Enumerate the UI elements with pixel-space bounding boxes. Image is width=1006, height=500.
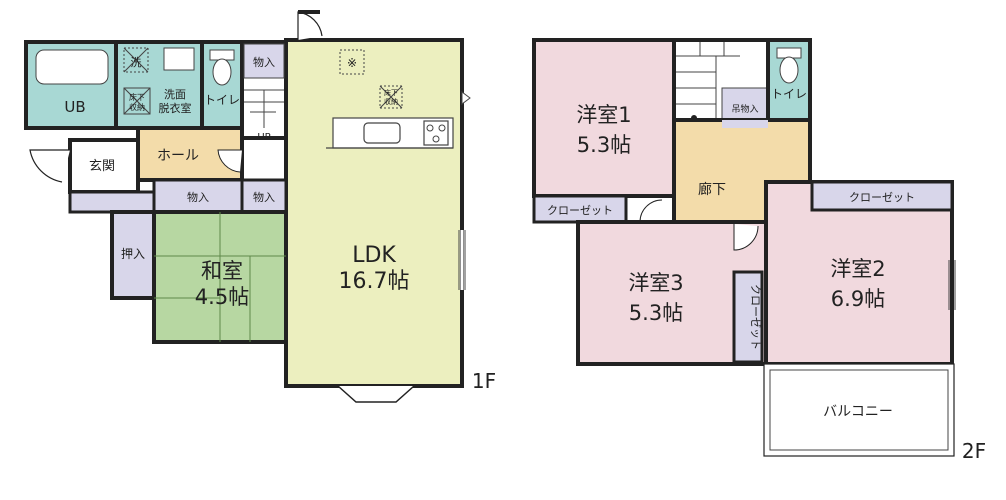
bathtub (35, 49, 109, 85)
floor-storage-label2: 収納 (129, 102, 145, 112)
toilet-2f-label: トイレ (771, 87, 807, 101)
ldk-bay-window (337, 385, 415, 403)
kitchen-sink (363, 122, 401, 144)
room3-label: 洋室3 (628, 271, 683, 295)
wash-basin (163, 47, 195, 71)
washroom-label1: 洗面 (164, 88, 186, 101)
ldk-floor-storage-label2: 収納 (384, 97, 398, 106)
corridor-label: 廊下 (698, 181, 726, 198)
room3-size: 5.3帖 (629, 301, 683, 325)
balcony-label: バルコニー (823, 404, 893, 420)
closet2-label: クローゼット (849, 191, 915, 204)
ldk-room (284, 38, 464, 388)
storage-top-label: 物入 (253, 55, 275, 69)
ldk-floor-storage-label1: 床下 (384, 88, 398, 97)
room2-size: 6.9帖 (831, 287, 885, 311)
hanging-storage-label: 吊物入 (731, 103, 758, 115)
closet3 (732, 270, 764, 364)
ub-label: UB (64, 98, 85, 116)
ldk-top-door (297, 11, 323, 40)
ldk-vent (339, 49, 365, 75)
storage-small (240, 178, 288, 214)
storage-row-left (68, 190, 156, 214)
room2 (764, 180, 954, 366)
corridor (672, 118, 812, 224)
entrance-label: 玄関 (89, 159, 115, 174)
ldk-floor-storage (379, 85, 403, 109)
ldk-vent-mark: ※ (347, 56, 357, 70)
washroom-label2: 脱衣室 (159, 101, 192, 115)
room1-size: 5.3帖 (577, 133, 631, 157)
toilet-1f-label: トイレ (204, 93, 240, 107)
ldk-label: LDK (352, 243, 396, 268)
ldk-size: 16.7帖 (339, 269, 410, 294)
storage-top-1f (243, 43, 285, 79)
floor2-label: 2F (962, 439, 986, 463)
entrance-door (29, 149, 70, 183)
wash-icon-label: 洗 (131, 56, 142, 69)
washitsu-size: 4.5帖 (195, 285, 249, 309)
washitsu-label: 和室 (201, 259, 243, 283)
hall-label: ホール (157, 148, 199, 164)
oshiire-label: 押入 (121, 247, 145, 261)
floor-storage-label1: 床下 (129, 92, 145, 102)
storage-small-label: 物入 (253, 190, 275, 204)
tatami-lines (154, 212, 286, 342)
room1-label: 洋室1 (576, 103, 631, 127)
storage-mid-label: 物入 (187, 190, 209, 204)
room2-label: 洋室2 (830, 257, 885, 281)
floor1-label: 1F (472, 369, 496, 393)
closet1-label: クローゼット (547, 204, 613, 217)
closet2 (810, 180, 954, 212)
balcony (763, 363, 955, 457)
stair-up-label: UP (257, 132, 270, 143)
room1 (532, 38, 676, 198)
closet3-label: クローゼット (749, 284, 762, 350)
kitchen-stove (423, 120, 449, 146)
